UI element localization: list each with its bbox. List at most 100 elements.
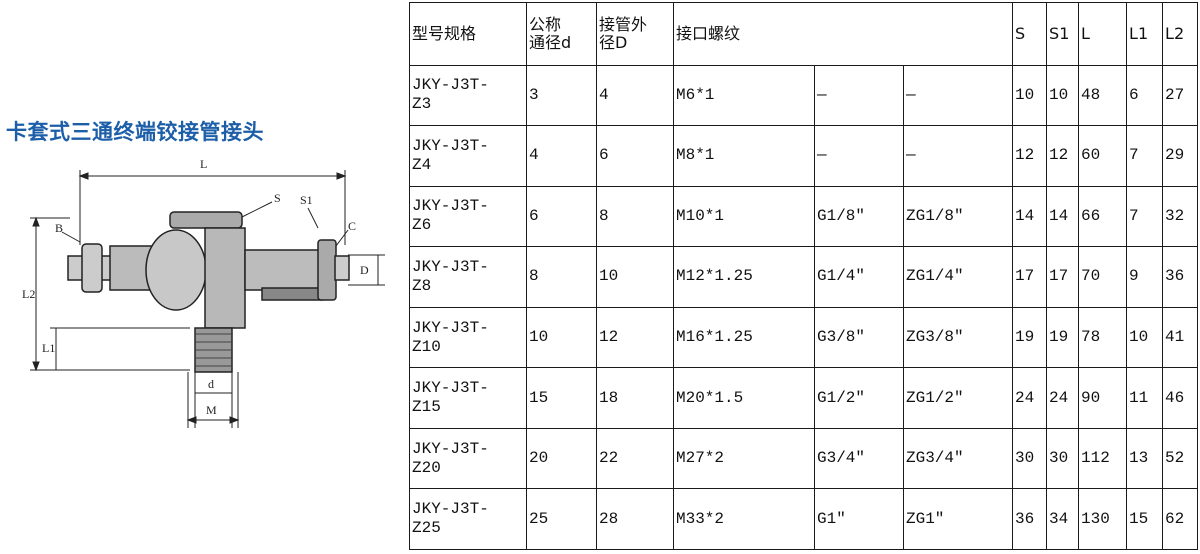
dim-label-M: M bbox=[206, 403, 217, 417]
table-cell: M12*1.25 bbox=[673, 246, 815, 308]
dim-label-d: d bbox=[208, 377, 214, 391]
header-cell: 型号规格 bbox=[409, 2, 527, 66]
header-cell: L2 bbox=[1162, 2, 1199, 66]
table-cell: 6 bbox=[526, 185, 597, 248]
table-cell: G3/4″ bbox=[814, 427, 904, 490]
table-cell: 12 bbox=[1012, 125, 1048, 187]
table-cell: 10 bbox=[1126, 306, 1164, 369]
table-cell: 46 bbox=[1162, 367, 1199, 429]
table-cell: ZG1/2″ bbox=[902, 367, 1014, 429]
table-cell: 36 bbox=[1162, 246, 1199, 308]
table-cell: ZG1″ bbox=[902, 488, 1014, 550]
table-cell: JKY-J3T- Z15 bbox=[409, 367, 527, 429]
table-cell: 60 bbox=[1078, 125, 1128, 187]
table-cell: 20 bbox=[526, 427, 597, 490]
table-cell: 4 bbox=[526, 125, 597, 187]
table-cell: — bbox=[902, 64, 1014, 127]
table-cell: 4 bbox=[596, 64, 674, 127]
table-cell: M27*2 bbox=[673, 427, 815, 490]
table-cell: 10 bbox=[526, 306, 597, 369]
table-cell: 8 bbox=[596, 185, 674, 248]
table-cell: ZG1/8″ bbox=[902, 185, 1014, 248]
table-cell: M33*2 bbox=[673, 488, 815, 550]
dim-label-S: S bbox=[274, 191, 281, 205]
table-cell: 130 bbox=[1078, 488, 1128, 550]
table-cell: 30 bbox=[1012, 427, 1048, 490]
table-cell: 6 bbox=[1126, 64, 1164, 127]
table-cell: 28 bbox=[596, 488, 674, 550]
header-cell: S bbox=[1012, 2, 1048, 66]
table-cell: 27 bbox=[1162, 64, 1199, 127]
table-cell: 3 bbox=[526, 64, 597, 127]
table-cell: — bbox=[814, 125, 904, 187]
dim-label-B: B bbox=[55, 221, 63, 235]
table-cell: 13 bbox=[1126, 427, 1164, 490]
table-cell: G1″ bbox=[814, 488, 904, 550]
dim-label-L1: L1 bbox=[42, 341, 55, 355]
table-cell: 48 bbox=[1078, 64, 1128, 127]
table-cell: G3/8″ bbox=[814, 306, 904, 369]
table-cell: 70 bbox=[1078, 246, 1128, 308]
table-cell: JKY-J3T- Z6 bbox=[409, 185, 527, 248]
table-cell: 19 bbox=[1046, 306, 1080, 369]
dim-label-S1: S1 bbox=[300, 193, 313, 207]
table-cell: 14 bbox=[1046, 185, 1080, 248]
table-cell: JKY-J3T- Z8 bbox=[409, 246, 527, 308]
table-cell: 24 bbox=[1046, 367, 1080, 429]
table-cell: 10 bbox=[1046, 64, 1080, 127]
table-cell: 34 bbox=[1046, 488, 1080, 550]
table-cell: ZG3/8″ bbox=[902, 306, 1014, 369]
table-cell: 36 bbox=[1012, 488, 1048, 550]
table-cell: 19 bbox=[1012, 306, 1048, 369]
table-cell: 9 bbox=[1126, 246, 1164, 308]
table-cell: 17 bbox=[1012, 246, 1048, 308]
dim-label-L: L bbox=[200, 157, 207, 171]
product-title: 卡套式三通终端铰接管接头 bbox=[6, 120, 264, 144]
table-cell: JKY-J3T- Z25 bbox=[409, 488, 527, 550]
header-cell: S1 bbox=[1046, 2, 1080, 66]
table-cell: 62 bbox=[1162, 488, 1199, 550]
table-cell: 24 bbox=[1012, 367, 1048, 429]
table-cell: 15 bbox=[1126, 488, 1164, 550]
dim-label-C: C bbox=[348, 219, 356, 233]
table-cell: 10 bbox=[1012, 64, 1048, 127]
table-cell: JKY-J3T- Z20 bbox=[409, 427, 527, 490]
header-cell: 接口螺纹 bbox=[672, 2, 1014, 66]
spec-table: 型号规格 公称 通径d 接管外 径D 接口螺纹 S S1 L L1 L2 JKY… bbox=[409, 2, 1199, 550]
table-cell: 66 bbox=[1078, 185, 1128, 248]
table-cell: 11 bbox=[1126, 367, 1164, 429]
table-cell: ZG1/4″ bbox=[902, 246, 1014, 308]
table-cell: M6*1 bbox=[673, 64, 815, 127]
dim-label-L2: L2 bbox=[22, 287, 35, 301]
table-cell: 112 bbox=[1078, 427, 1128, 490]
header-cell: 接管外 径D bbox=[596, 2, 674, 66]
table-cell: 15 bbox=[526, 367, 597, 429]
table-cell: 7 bbox=[1126, 185, 1164, 248]
table-cell: 32 bbox=[1162, 185, 1199, 248]
table-cell: JKY-J3T- Z4 bbox=[409, 125, 527, 187]
table-cell: 10 bbox=[596, 246, 674, 308]
table-cell: 29 bbox=[1162, 125, 1199, 187]
table-cell: G1/8″ bbox=[814, 185, 904, 248]
table-cell: M8*1 bbox=[673, 125, 815, 187]
table-cell: 12 bbox=[596, 306, 674, 369]
table-cell: 8 bbox=[526, 246, 597, 308]
table-cell: 7 bbox=[1126, 125, 1164, 187]
table-cell: 12 bbox=[1046, 125, 1080, 187]
header-cell: L1 bbox=[1126, 2, 1164, 66]
table-cell: 6 bbox=[596, 125, 674, 187]
table-cell: 17 bbox=[1046, 246, 1080, 308]
table-cell: 78 bbox=[1078, 306, 1128, 369]
table-cell: JKY-J3T- Z3 bbox=[409, 64, 527, 127]
header-cell: L bbox=[1078, 2, 1128, 66]
header-cell: 公称 通径d bbox=[526, 2, 597, 66]
table-cell: M20*1.5 bbox=[673, 367, 815, 429]
table-cell: 90 bbox=[1078, 367, 1128, 429]
table-cell: — bbox=[814, 64, 904, 127]
